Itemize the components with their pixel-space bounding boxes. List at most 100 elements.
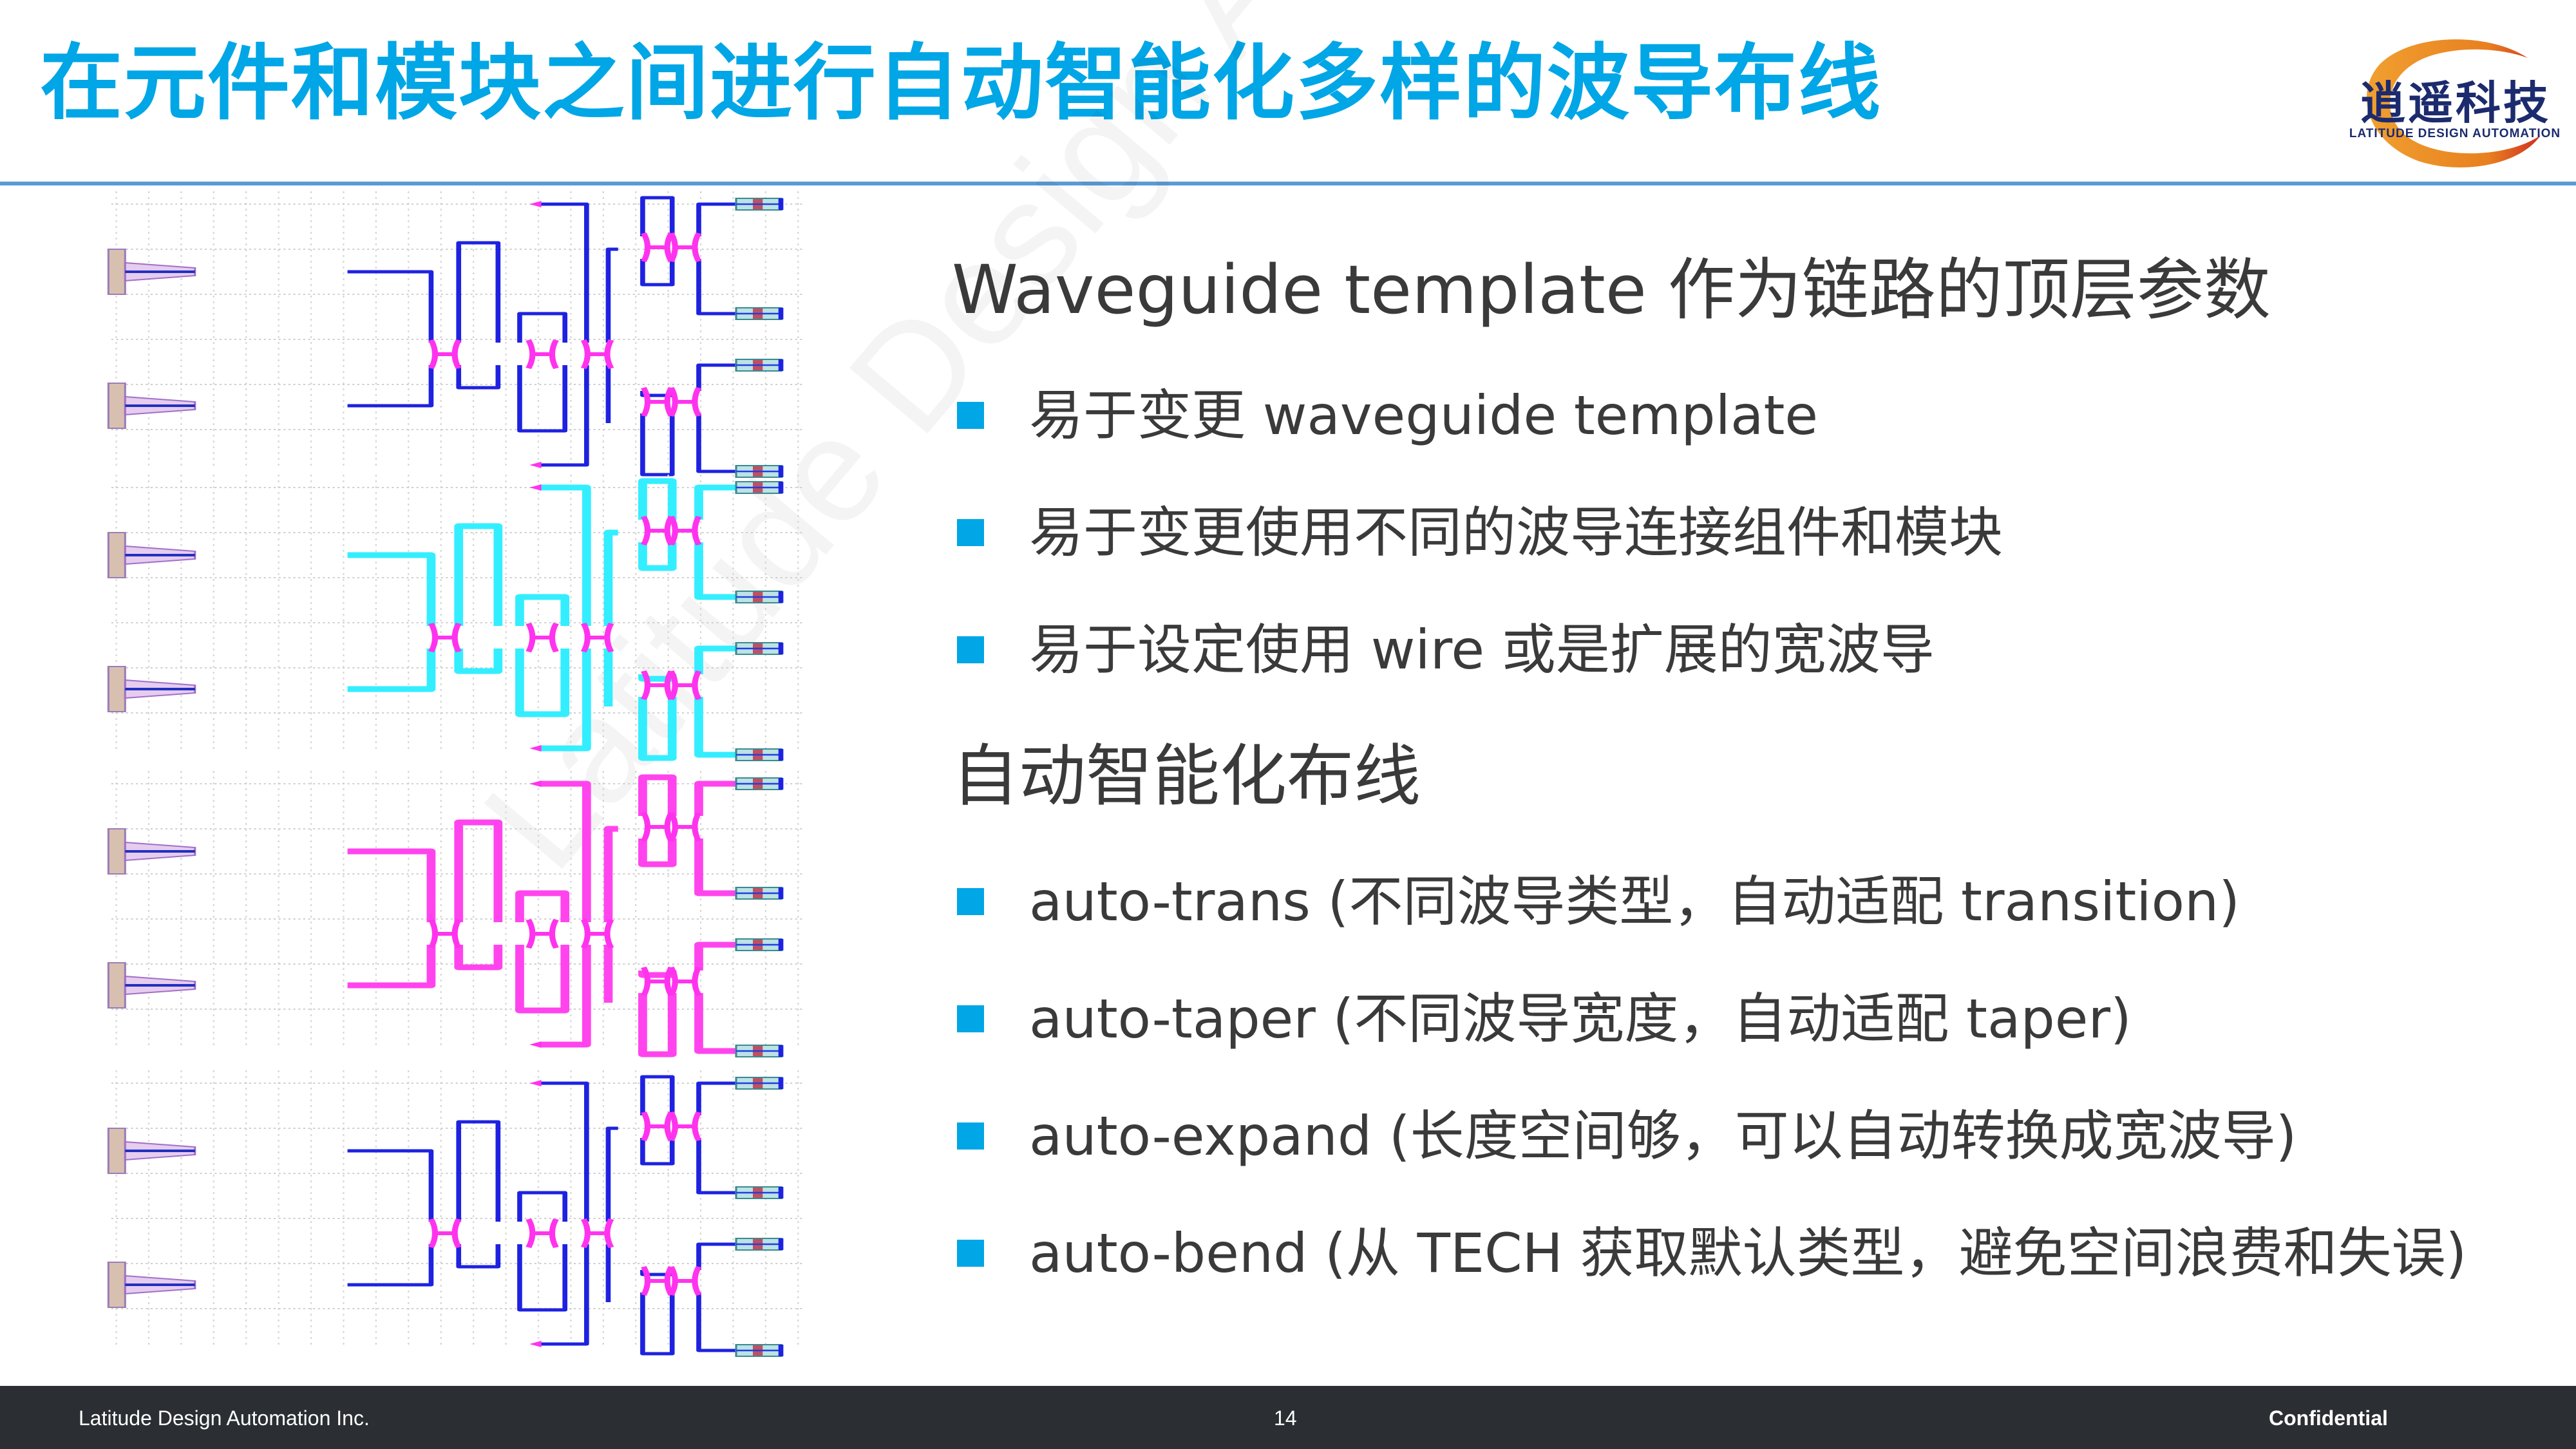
mmi-coupler xyxy=(668,1265,702,1296)
waveguide-path xyxy=(347,1149,434,1222)
layout-panel-wire-template-blue-2 xyxy=(107,1070,1164,1357)
company-logo: 逍遥科技 LATITUDE DESIGN AUTOMATION xyxy=(2334,29,2563,171)
waveguide-path xyxy=(694,838,737,896)
connector-cap xyxy=(778,1187,784,1198)
waveguide-path xyxy=(456,365,501,390)
waveguide-path xyxy=(694,484,737,520)
grating-pad xyxy=(107,1128,126,1174)
terminator-icon xyxy=(529,745,542,752)
mmi-coupler xyxy=(580,1218,614,1249)
waveguide-path xyxy=(515,890,570,922)
waveguide-path xyxy=(539,945,591,1048)
section-heading-waveguide-template: Waveguide template 作为链路的顶层参数 xyxy=(952,251,2271,329)
mmi-coupler xyxy=(668,670,702,701)
waveguide-path xyxy=(638,838,677,867)
grating-pad xyxy=(107,1262,126,1308)
mmi-coupler xyxy=(526,918,559,949)
waveguide-path xyxy=(456,1120,501,1222)
title-divider xyxy=(0,182,2576,185)
waveguide-path xyxy=(640,1138,675,1166)
waveguide-path xyxy=(347,649,436,692)
footer-company: Latitude Design Automation Inc. xyxy=(79,1406,370,1430)
mmi-coupler xyxy=(641,515,674,546)
waveguide-path xyxy=(347,552,436,626)
waveguide-path xyxy=(347,945,436,989)
waveguide-path xyxy=(454,523,503,626)
grating-pad xyxy=(107,828,126,875)
terminator-icon xyxy=(529,201,542,207)
terminator-icon xyxy=(529,484,542,491)
mmi-coupler xyxy=(580,622,614,653)
waveguide-path xyxy=(638,478,677,520)
grating-pad xyxy=(107,666,126,712)
mmi-coupler xyxy=(526,622,559,653)
waveguide-path xyxy=(515,945,570,1014)
bullet-item: auto-taper (不同波导宽度，自动适配 taper) xyxy=(957,983,2132,1054)
waveguide-path xyxy=(640,1075,675,1115)
grating-pad xyxy=(107,532,126,578)
page-number: 14 xyxy=(1274,1406,1297,1430)
waveguide-path xyxy=(696,259,737,316)
mmi-coupler xyxy=(668,811,702,842)
waveguide-path xyxy=(454,819,503,922)
bullet-text: auto-bend (从 TECH 获取默认类型，避免空间浪费和失误) xyxy=(1029,1222,2467,1285)
confidential-label: Confidential xyxy=(2269,1406,2388,1430)
connector-cap xyxy=(778,1045,784,1057)
waveguide-path xyxy=(694,942,737,971)
bullet-square-icon xyxy=(957,888,984,915)
terminator-icon xyxy=(529,1341,542,1347)
waveguide-path xyxy=(696,202,737,236)
waveguide-path xyxy=(517,312,568,343)
mmi-coupler xyxy=(526,339,559,370)
waveguide-path xyxy=(347,848,436,922)
waveguide-path xyxy=(456,241,501,343)
connector-cap xyxy=(778,887,784,899)
bullet-square-icon xyxy=(957,1240,984,1267)
layout-panel-wide-template-cyan xyxy=(107,475,1164,761)
waveguide-path xyxy=(638,993,677,1057)
terminator-icon xyxy=(529,462,542,468)
waveguide-path xyxy=(539,649,591,752)
terminator-icon xyxy=(529,1041,542,1048)
mmi-coupler xyxy=(641,232,674,263)
bullet-item: 易于设定使用 wire 或是扩展的宽波导 xyxy=(957,614,1935,685)
mmi-coupler xyxy=(428,622,462,653)
bullet-square-icon xyxy=(957,636,984,663)
mmi-coupler xyxy=(580,339,614,370)
connector-cap xyxy=(778,466,784,477)
terminator-icon xyxy=(529,1080,542,1086)
mmi-coupler xyxy=(641,670,674,701)
waveguide-path xyxy=(517,365,568,433)
bullet-text: auto-trans (不同波导类型，自动适配 transition) xyxy=(1029,870,2240,933)
mmi-coupler xyxy=(641,1111,674,1142)
layout-panel-wire-template-blue xyxy=(107,191,1164,478)
waveguide-path xyxy=(603,529,618,626)
waveguide-path xyxy=(515,594,570,626)
connector-cap xyxy=(778,198,784,210)
waveguide-layout-diagram xyxy=(97,188,1164,1386)
slide-title: 在元件和模块之间进行自动智能化多样的波导布线 xyxy=(40,35,1882,131)
bullet-item: 易于变更使用不同的波导连接组件和模块 xyxy=(957,497,2003,568)
section-heading-auto-routing: 自动智能化布线 xyxy=(952,737,1421,815)
bullet-square-icon xyxy=(957,519,984,546)
bullet-item: auto-expand (长度空间够，可以自动转换成宽波导) xyxy=(957,1101,2297,1171)
waveguide-path xyxy=(694,993,737,1054)
waveguide-path xyxy=(640,1293,675,1356)
bullet-square-icon xyxy=(957,1122,984,1150)
waveguide-path xyxy=(605,1126,618,1222)
grating-pad xyxy=(107,383,126,429)
waveguide-path xyxy=(539,781,591,922)
waveguide-path xyxy=(638,542,677,571)
mmi-coupler xyxy=(428,339,462,370)
logo-name-en: LATITUDE DESIGN AUTOMATION xyxy=(2349,127,2561,140)
mmi-coupler xyxy=(668,1111,702,1142)
waveguide-path xyxy=(696,1242,737,1270)
bullet-text: auto-expand (长度空间够，可以自动转换成宽波导) xyxy=(1029,1104,2297,1168)
waveguide-path xyxy=(640,196,675,236)
bullet-item: auto-trans (不同波导类型，自动适配 transition) xyxy=(957,866,2240,937)
layout-panel-expanded-template-magenta xyxy=(107,771,1164,1057)
waveguide-path xyxy=(347,270,434,343)
waveguide-path xyxy=(696,363,737,391)
mmi-coupler xyxy=(668,232,702,263)
mmi-coupler xyxy=(668,515,702,546)
